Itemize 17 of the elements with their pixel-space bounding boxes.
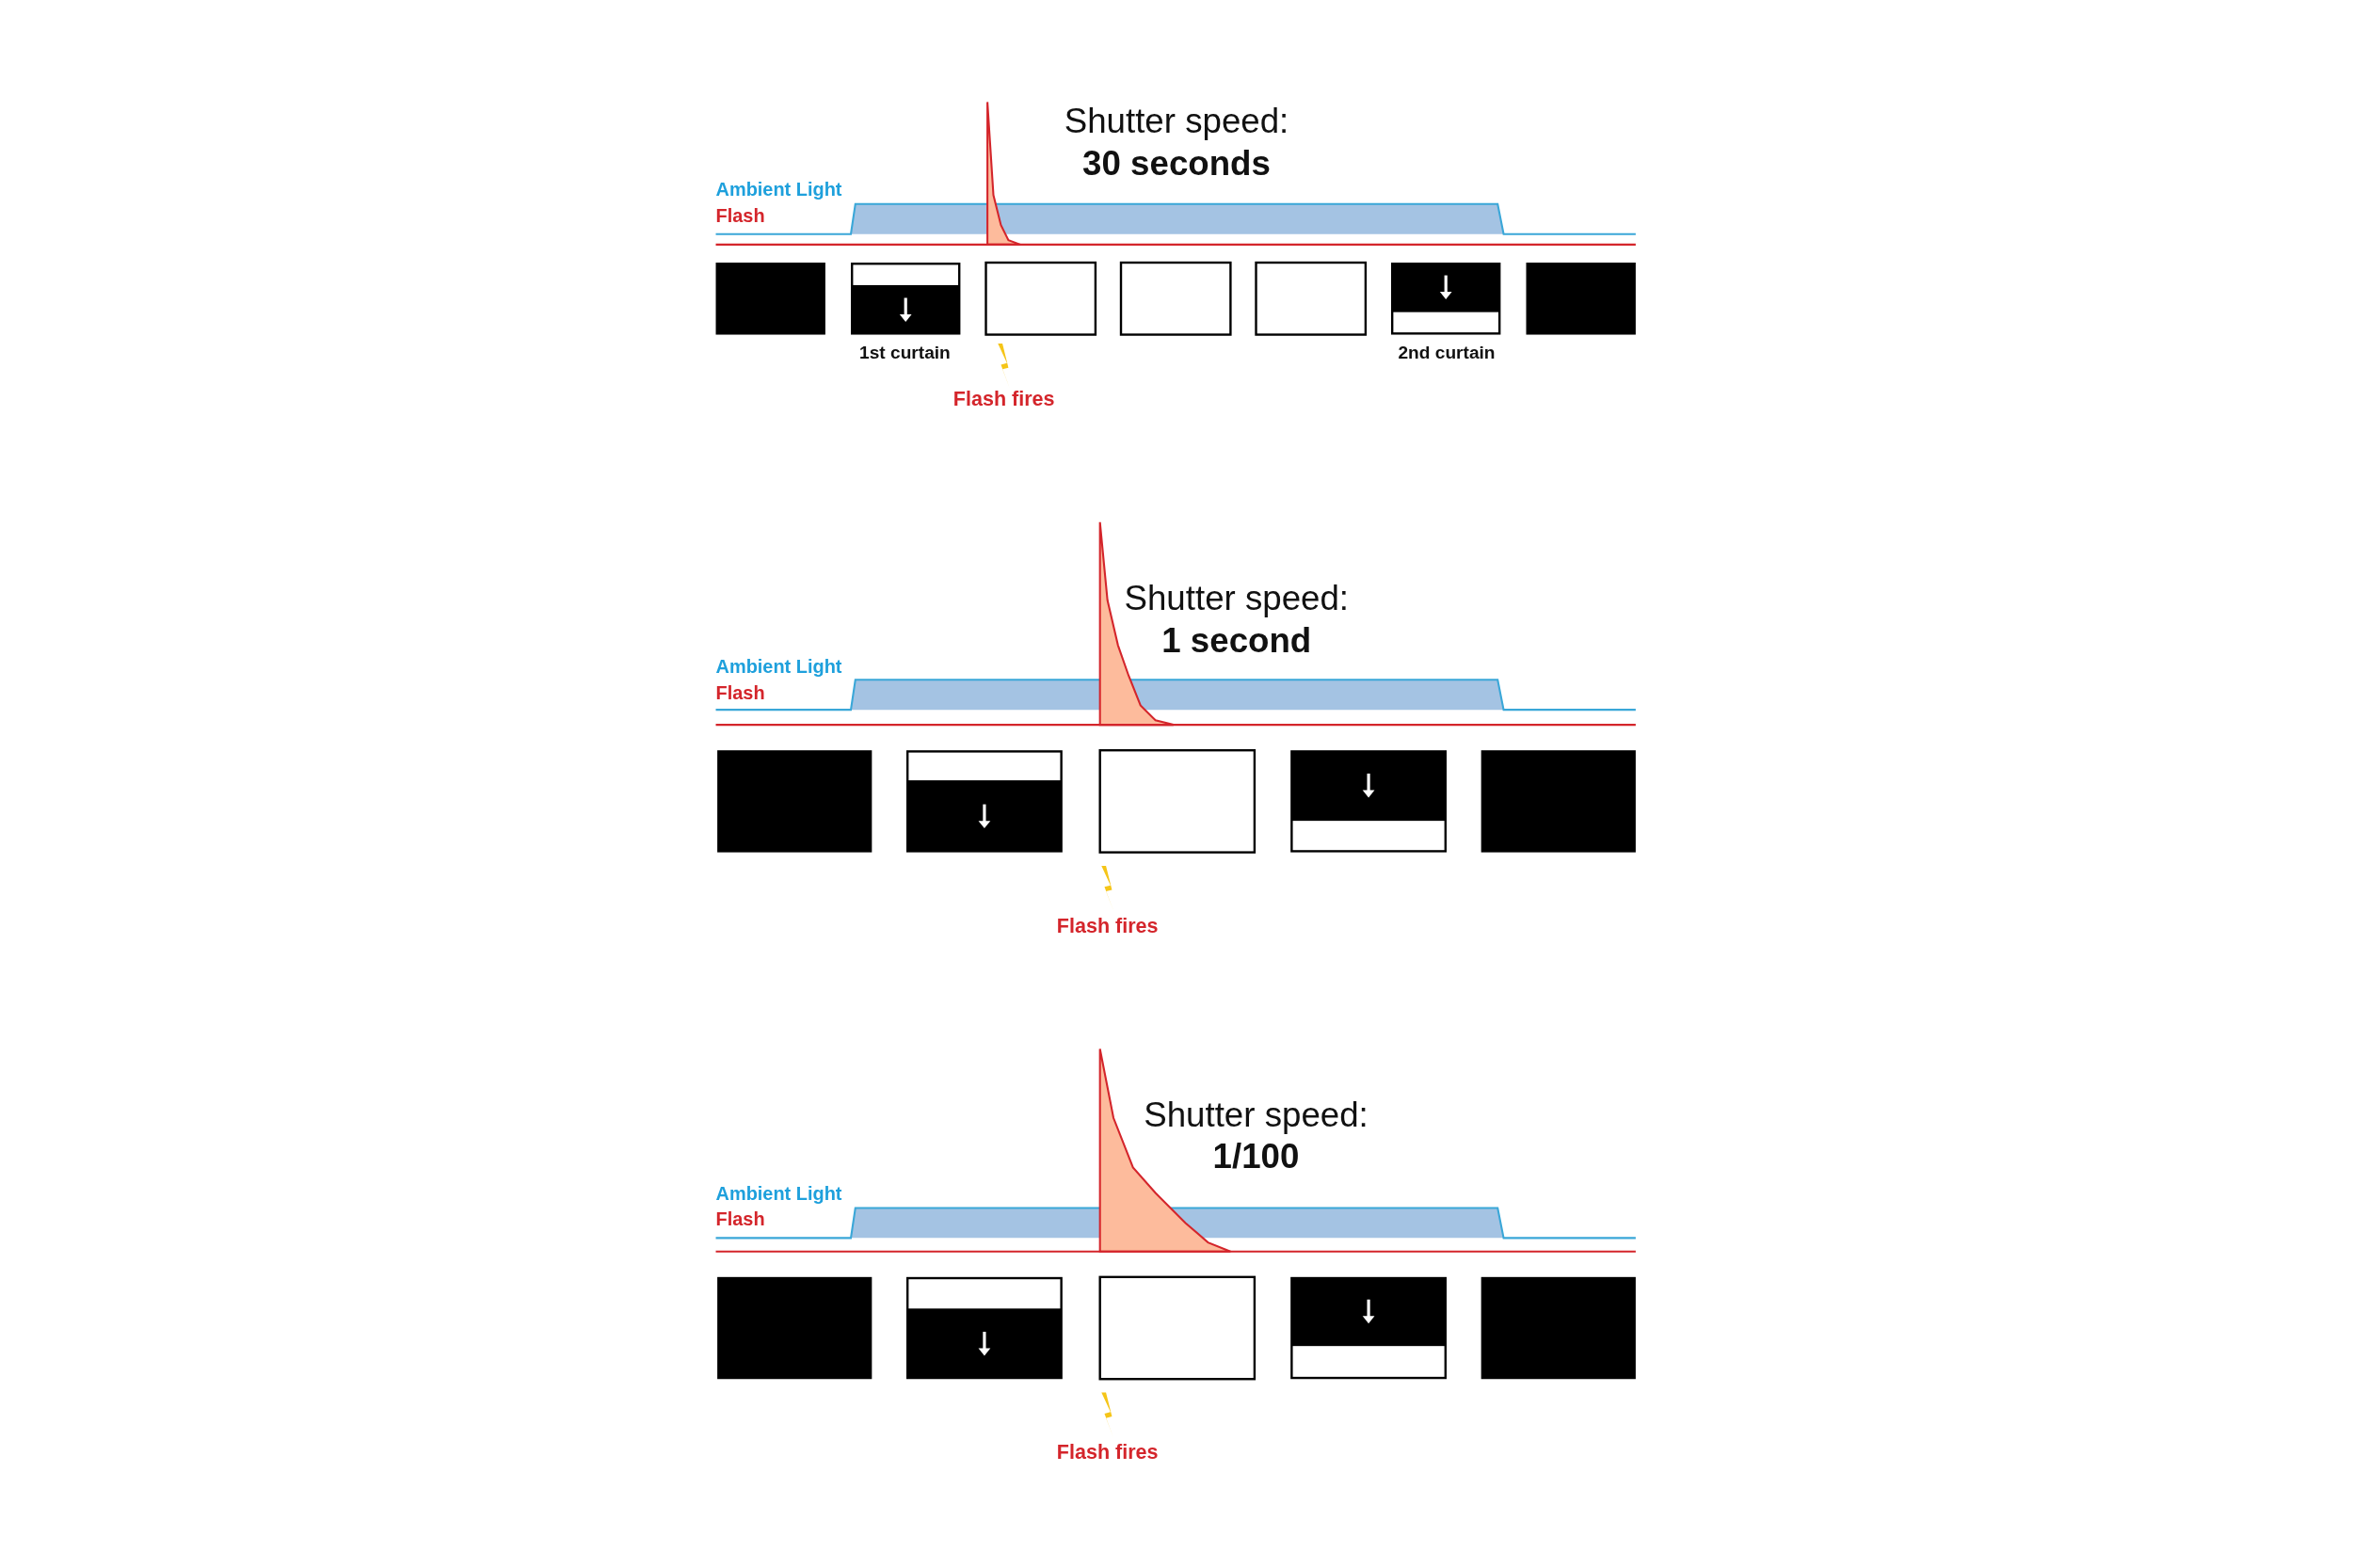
series-label: Flash bbox=[715, 683, 765, 703]
speed-value: 1 second bbox=[1161, 623, 1312, 659]
series-label: Ambient Light bbox=[715, 658, 842, 678]
event-label: Flash fires bbox=[1056, 916, 1159, 936]
series-label: Ambient Light bbox=[715, 1185, 842, 1205]
curtain-label: 1st curtain bbox=[859, 344, 951, 362]
speed-value: 1/100 bbox=[1212, 1139, 1300, 1175]
speed-heading: Shutter speed: bbox=[1144, 1097, 1369, 1132]
speed-heading: Shutter speed: bbox=[1124, 581, 1350, 616]
speed-value: 30 seconds bbox=[1082, 146, 1271, 182]
event-label: Flash fires bbox=[1056, 1442, 1159, 1464]
series-label: Flash bbox=[715, 206, 765, 226]
curtain-label: 2nd curtain bbox=[1398, 344, 1496, 362]
event-label: Flash fires bbox=[952, 389, 1055, 409]
series-label: Flash bbox=[715, 1210, 765, 1230]
series-label: Ambient Light bbox=[715, 181, 842, 200]
speed-heading: Shutter speed: bbox=[1064, 104, 1289, 139]
